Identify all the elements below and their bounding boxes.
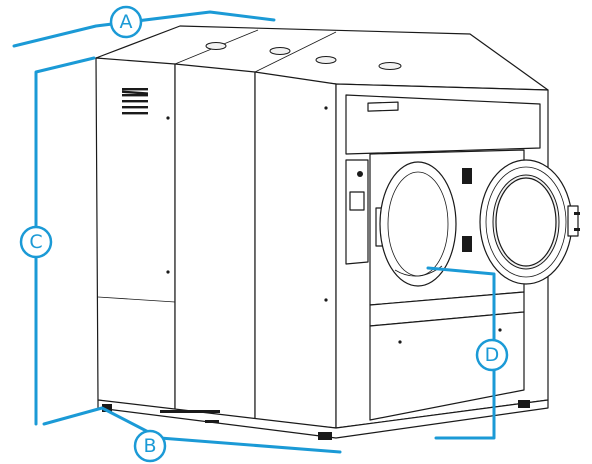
open-door bbox=[479, 159, 580, 285]
callout-d: D bbox=[475, 338, 509, 372]
dimension-a-line bbox=[12, 10, 276, 48]
door-opening bbox=[379, 161, 457, 287]
dimension-c-line bbox=[34, 56, 96, 426]
dimension-b-line bbox=[42, 406, 342, 454]
dimension-a bbox=[12, 10, 276, 48]
base-feet bbox=[102, 400, 530, 440]
callout-b-label: B bbox=[143, 435, 156, 457]
dimension-c bbox=[34, 56, 96, 426]
callout-a: A bbox=[109, 5, 143, 39]
top-port-4 bbox=[378, 62, 402, 70]
control-display bbox=[367, 101, 399, 112]
callout-d-label: D bbox=[485, 344, 500, 366]
top-port-1 bbox=[205, 42, 227, 50]
lower-hinge bbox=[462, 236, 472, 252]
vent-louvers bbox=[122, 88, 148, 115]
side-control-strip bbox=[345, 159, 369, 265]
control-keypad bbox=[349, 191, 365, 211]
side-panel-right bbox=[254, 71, 337, 429]
dimension-b bbox=[42, 406, 342, 454]
door-handle bbox=[567, 205, 579, 237]
callout-c-label: C bbox=[29, 231, 42, 253]
top-port-3 bbox=[315, 56, 337, 64]
lower-front-panel bbox=[369, 311, 525, 421]
top-port-2 bbox=[269, 47, 291, 55]
callout-a-label: A bbox=[120, 11, 133, 33]
washer-extractor bbox=[95, 25, 580, 440]
side-panel-middle bbox=[174, 63, 256, 421]
callout-c: C bbox=[19, 225, 53, 259]
side-panel-left bbox=[95, 57, 176, 413]
upper-hinge bbox=[462, 168, 472, 184]
callout-b: B bbox=[133, 429, 167, 463]
